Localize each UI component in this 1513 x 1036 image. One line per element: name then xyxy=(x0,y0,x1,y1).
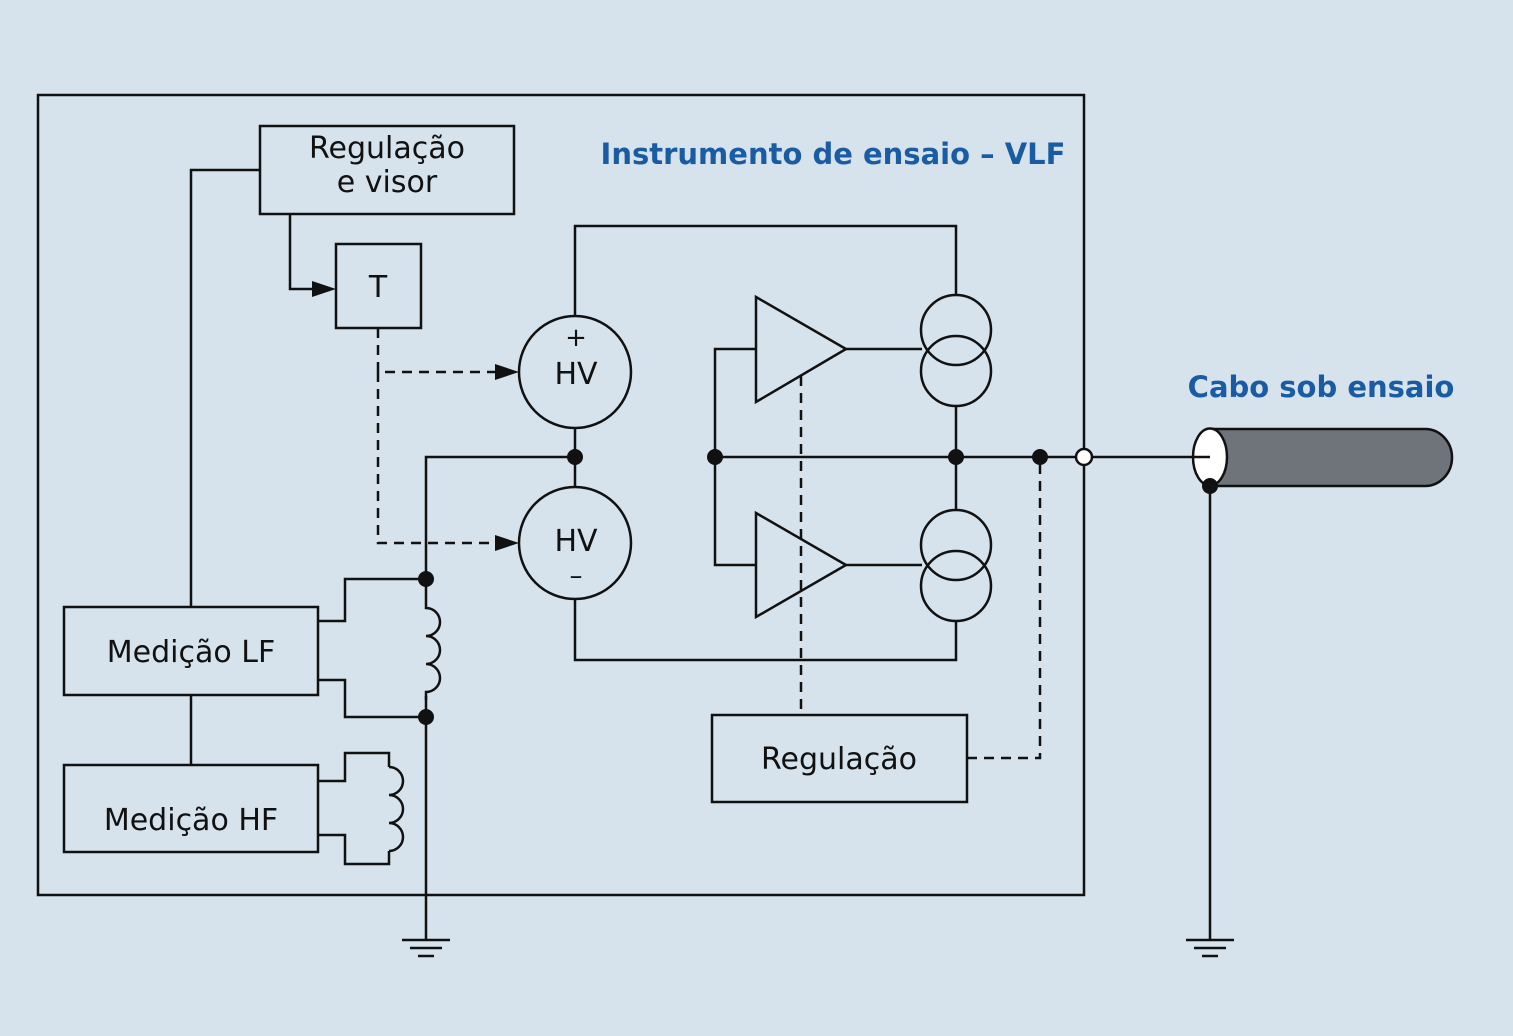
transformer-top-coil-1 xyxy=(919,293,993,367)
hv-negative-label: HV xyxy=(554,524,598,559)
cable-body xyxy=(1208,427,1454,488)
t-block-label: T xyxy=(368,270,388,305)
cable-title: Cabo sob ensaio xyxy=(1188,370,1455,404)
junction-dot xyxy=(418,571,434,587)
wire-lf-top xyxy=(318,577,426,623)
control-dashed-hv-minus xyxy=(376,372,500,545)
feedback-dashed-output xyxy=(967,465,1042,760)
junction-dot xyxy=(567,449,583,465)
regulation-display-label-1: Regulação xyxy=(309,131,465,166)
inductor-hf-icon xyxy=(388,765,405,853)
hv-negative-sign: – xyxy=(570,561,583,591)
wire-hv-mid-to-ground xyxy=(424,455,575,940)
junction-dot xyxy=(418,709,434,725)
inductor-mask xyxy=(420,600,440,696)
wire-display-to-t xyxy=(288,214,318,291)
inductor-lf-icon xyxy=(424,600,442,700)
t-block xyxy=(334,242,423,330)
wire-hv-plus-top xyxy=(573,224,958,316)
wire-display-to-lf xyxy=(189,168,260,607)
wire-lf-bottom xyxy=(318,678,426,719)
regulation-display-block xyxy=(258,124,516,216)
regulation-label: Regulação xyxy=(761,742,917,777)
arrow-head-icon xyxy=(495,364,519,380)
regulation-block xyxy=(710,713,969,804)
hv-positive-sign: + xyxy=(565,323,587,353)
output-terminal xyxy=(1074,447,1094,467)
instrument-title: Instrumento de ensaio – VLF xyxy=(601,137,1066,171)
measurement-lf-block xyxy=(62,605,320,697)
arrow-head-icon xyxy=(312,281,336,297)
regulation-display-label-2: e visor xyxy=(337,165,438,200)
hv-positive-label: HV xyxy=(554,357,598,392)
transformer-bottom-coil-2 xyxy=(919,549,993,623)
measurement-lf-label: Medição LF xyxy=(107,635,275,670)
wire-hv-minus-bottom xyxy=(573,599,958,662)
junction-dot xyxy=(707,449,723,465)
wire-hf-top xyxy=(318,751,391,783)
measurement-hf-label: Medição HF xyxy=(104,803,278,838)
wire-hf-bottom xyxy=(318,833,391,866)
arrow-head-icon xyxy=(495,535,519,551)
measurement-hf-block xyxy=(62,763,320,854)
junction-dot xyxy=(1032,449,1048,465)
junction-dot xyxy=(948,449,964,465)
